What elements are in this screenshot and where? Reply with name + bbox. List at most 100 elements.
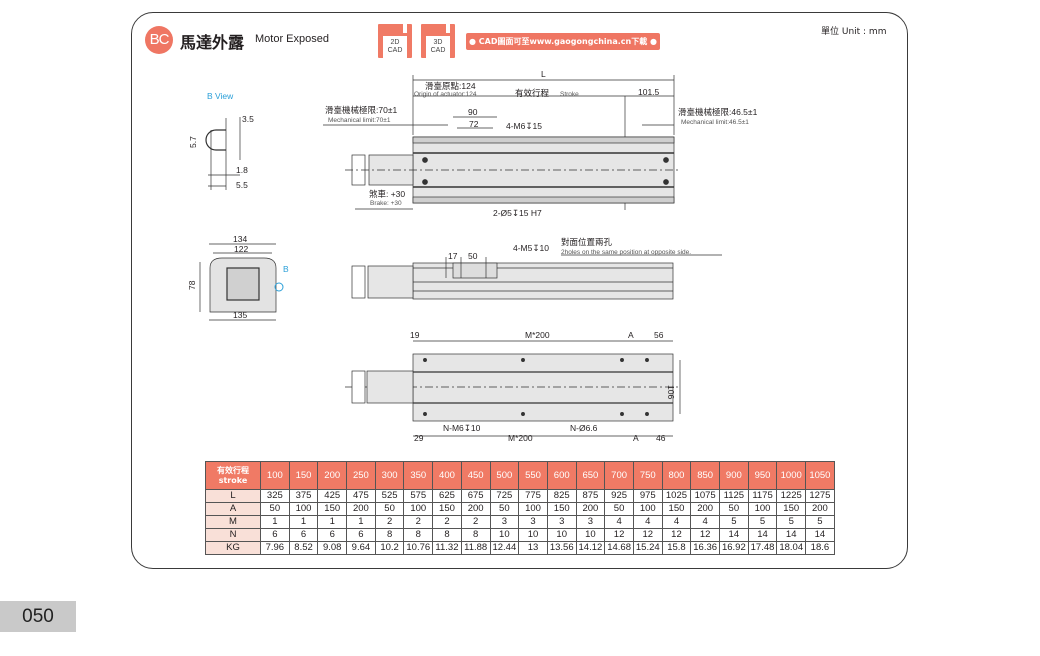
table-cell: 200 (460, 502, 491, 516)
dim-46: 46 (656, 433, 666, 443)
stroke-header-cell: 850 (690, 461, 720, 490)
table-cell: 3 (518, 515, 548, 529)
b-marker: B (283, 264, 289, 274)
table-cell: 325 (260, 489, 290, 503)
table-cell: 150 (661, 502, 692, 516)
stroke-header-cell: 550 (518, 461, 548, 490)
stroke-header-cell: 600 (546, 461, 577, 490)
mech-limit-left-en: Mechanical limit:70±1 (328, 117, 391, 124)
stroke-zh: 有效行程 (515, 88, 550, 98)
row-label: KG (205, 541, 261, 555)
table-cell: 16.36 (690, 541, 720, 555)
stroke-header-zh: 有效行程 (217, 465, 249, 475)
origin-zh: 滑臺原點:124 (425, 81, 476, 91)
table-cell: 5 (805, 515, 835, 529)
table-cell: 6 (260, 528, 290, 542)
dim-5-5: 5.5 (236, 180, 248, 190)
table-cell: 2 (403, 515, 434, 529)
table-cell: 5 (719, 515, 749, 529)
table-cell: 1025 (661, 489, 692, 503)
cad-3d-text: 3D (433, 39, 443, 46)
table-cell: 875 (575, 489, 606, 503)
table-cell: 10 (489, 528, 520, 542)
table-cell: 14.12 (575, 541, 606, 555)
table-cell: 200 (575, 502, 606, 516)
cad-2d-text: 2D (390, 39, 400, 46)
dim-56: 56 (654, 330, 664, 340)
stroke-header-cell: 400 (432, 461, 462, 490)
dim-17: 17 (448, 251, 458, 261)
table-cell: 6 (346, 528, 376, 542)
brake-en: Brake: +30 (370, 200, 402, 207)
table-cell: 150 (432, 502, 462, 516)
table-cell: 525 (374, 489, 405, 503)
table-cell: 4 (690, 515, 720, 529)
spec-card (131, 12, 908, 569)
table-cell: 100 (747, 502, 778, 516)
stroke-en: Stroke (560, 91, 579, 98)
table-cell: 200 (805, 502, 835, 516)
title-en: Motor Exposed (255, 33, 329, 45)
tap-nm6: N-M6↧10 (443, 423, 481, 433)
dim-m200-top: M*200 (525, 330, 550, 340)
cad-download-link[interactable]: ● CAD圖面可至www.gaogongchina.cn下載 ● (466, 33, 660, 50)
table-cell: 3 (489, 515, 520, 529)
dim-106: 106 (666, 385, 676, 399)
stroke-header-cell: 300 (374, 461, 405, 490)
stroke-header-en: stroke (218, 475, 248, 485)
dim-19: 19 (410, 330, 420, 340)
floppy-slot (446, 24, 450, 33)
table-cell: 18.04 (776, 541, 807, 555)
table-cell: 5 (776, 515, 807, 529)
table-cell: 4 (604, 515, 634, 529)
dim-135: 135 (233, 310, 247, 320)
table-cell: 8 (432, 528, 462, 542)
table-cell: 9.64 (346, 541, 376, 555)
table-cell: 1 (317, 515, 348, 529)
opposite-en: 2holes on the same position at opposite … (561, 249, 691, 256)
title-zh: 馬達外露 (180, 33, 245, 52)
dim-5-7: 5.7 (188, 136, 198, 148)
table-cell: 14 (719, 528, 749, 542)
table-cell: 50 (374, 502, 405, 516)
b-view-slot (205, 117, 241, 190)
table-cell: 7.96 (260, 541, 290, 555)
table-cell: 2 (432, 515, 462, 529)
table-cell: 5 (747, 515, 778, 529)
stroke-header-cell: 100 (260, 461, 290, 490)
table-cell: 17.48 (747, 541, 778, 555)
stroke-header-cell: 1050 (805, 461, 835, 490)
table-cell: 10 (546, 528, 577, 542)
end-view (199, 243, 284, 321)
tap-m5: 4-M5↧10 (513, 243, 549, 253)
dim-a-bot: A (633, 433, 639, 443)
table-cell: 925 (604, 489, 634, 503)
table-cell: 2 (374, 515, 405, 529)
table-cell: 975 (632, 489, 663, 503)
table-cell: 1275 (805, 489, 835, 503)
dim-L: L (541, 69, 546, 79)
dim-a-top: A (628, 330, 634, 340)
stroke-header-cell: 650 (575, 461, 606, 490)
dim-3-5: 3.5 (242, 114, 254, 124)
side-view (351, 254, 722, 300)
table-cell: 1 (260, 515, 290, 529)
table-cell: 725 (489, 489, 520, 503)
table-cell: 1 (288, 515, 319, 529)
table-cell: 16.92 (719, 541, 749, 555)
table-cell: 10 (575, 528, 606, 542)
stroke-header-cell: 200 (317, 461, 348, 490)
table-cell: 100 (632, 502, 663, 516)
row-label: L (205, 489, 261, 503)
tap-m6: 4-M6↧15 (506, 121, 542, 131)
table-cell: 775 (518, 489, 548, 503)
stroke-header-cell: 900 (719, 461, 749, 490)
mech-limit-right-en: Mechanical limit:46.5±1 (681, 119, 749, 126)
table-cell: 100 (403, 502, 434, 516)
